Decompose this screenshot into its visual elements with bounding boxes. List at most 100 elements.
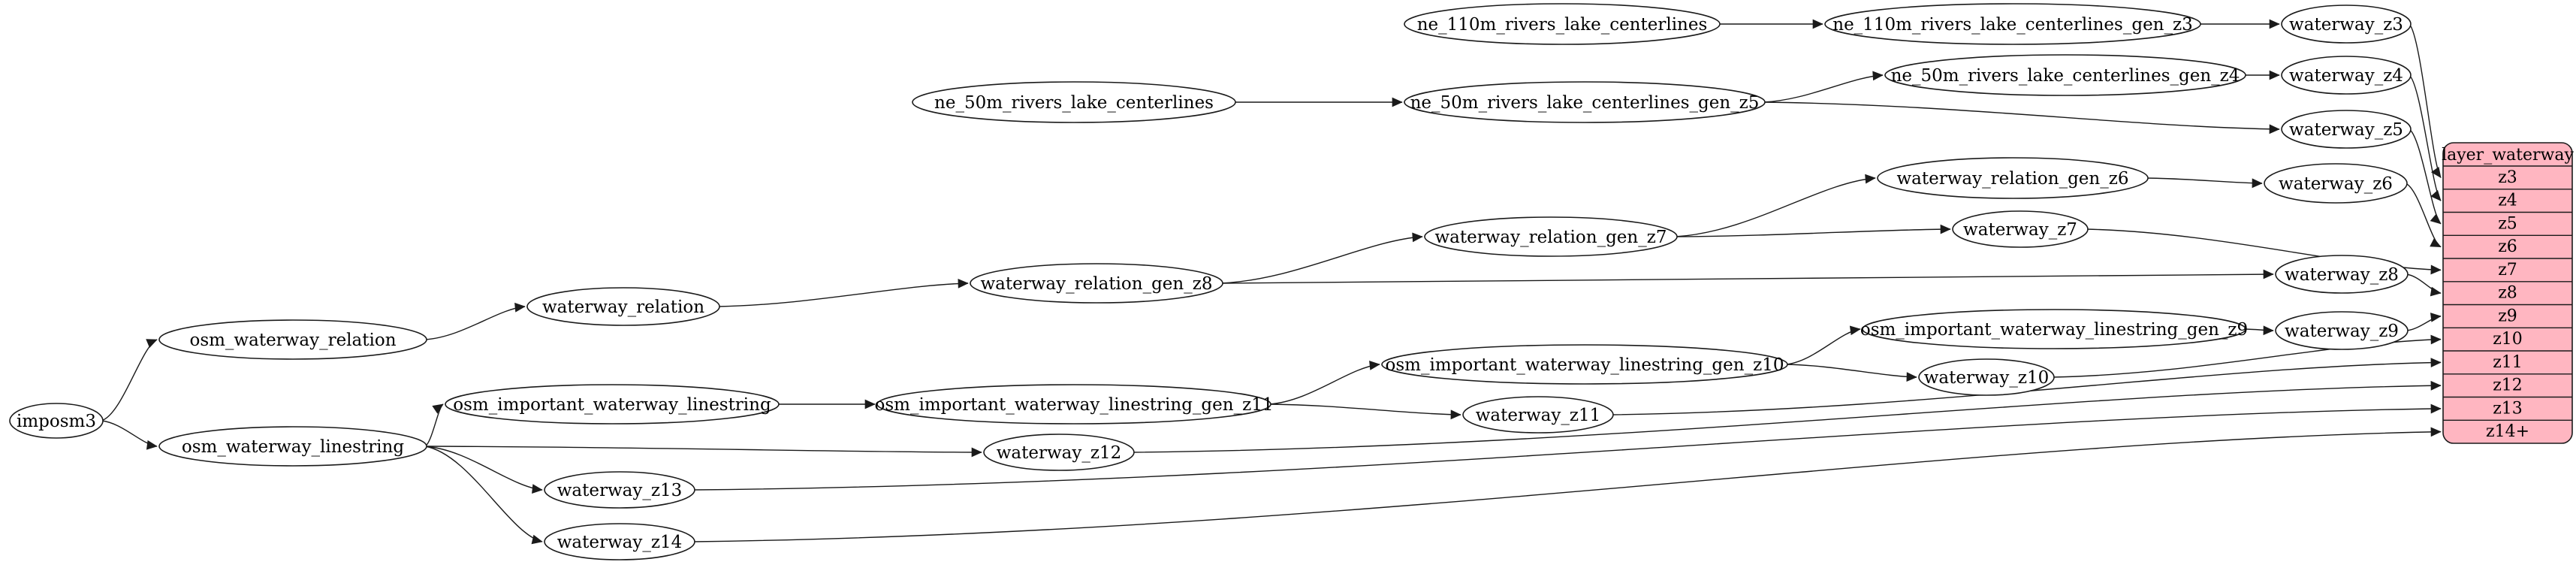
node-osm_waterway_relation-label: osm_waterway_relation	[189, 331, 396, 350]
node-waterway_z14: waterway_z14	[544, 523, 695, 560]
node-waterway_z8: waterway_z8	[2275, 255, 2409, 294]
node-osm_important_waterway_linestring: osm_important_waterway_linestring	[445, 384, 780, 425]
edge-osm_waterway_linestring-to-osm_important_waterway_linestring	[424, 403, 444, 447]
node-osm_important_waterway_linestring_gen_z10-shape	[1381, 344, 1788, 385]
edge-layer	[101, 19, 2442, 545]
node-ne_50m_rivers_lake_centerlines_gen_z5-label: ne_50m_rivers_lake_centerlines_gen_z5	[1410, 93, 1760, 113]
node-waterway_relation_gen_z7: waterway_relation_gen_z7	[1424, 216, 1678, 257]
node-osm_important_waterway_linestring_gen_z10: osm_important_waterway_linestring_gen_z1…	[1381, 344, 1788, 385]
node-waterway_z9-label: waterway_z9	[2285, 322, 2399, 341]
node-layer: imposm3 osm_waterway_relation osm_waterway…	[9, 3, 2412, 560]
node-waterway_z8-shape	[2275, 255, 2409, 294]
edge-waterway_z6-to-layer_waterway-z6	[2405, 183, 2442, 248]
node-waterway_z3-label: waterway_z3	[2289, 15, 2403, 35]
node-waterway_z4-shape	[2281, 56, 2412, 95]
record-row-z7: z7	[2498, 261, 2517, 279]
edge-osm_waterway_linestring-to-waterway_z13	[424, 446, 543, 494]
node-osm_waterway_linestring: osm_waterway_linestring	[158, 426, 427, 467]
node-waterway_z11: waterway_z11	[1462, 396, 1614, 434]
edge-osm_waterway_linestring-to-waterway_z12	[424, 446, 982, 458]
node-osm_important_waterway_linestring-label: osm_important_waterway_linestring	[453, 395, 771, 415]
node-waterway_z12-label: waterway_z12	[997, 443, 1122, 463]
record-row-z10: z10	[2493, 330, 2523, 349]
edge-ne_50m_rivers_lake_centerlines_gen_z5-to-waterway_z5	[1763, 101, 2280, 134]
edge-waterway_z14-to-layer_waterway-z14+	[692, 427, 2442, 542]
node-waterway_z13-label: waterway_z13	[557, 481, 683, 500]
node-waterway_z5: waterway_z5	[2281, 110, 2412, 149]
node-waterway_z11-label: waterway_z11	[1476, 406, 1601, 425]
node-waterway_z6: waterway_z6	[2264, 163, 2408, 204]
edge-waterway_z8-to-layer_waterway-z8	[2406, 273, 2442, 297]
node-waterway_relation-label: waterway_relation	[542, 298, 704, 317]
node-waterway_z5-shape	[2281, 110, 2412, 149]
node-osm_waterway_linestring-label: osm_waterway_linestring	[182, 437, 404, 457]
node-ne_50m_rivers_lake_centerlines_gen_z4: ne_50m_rivers_lake_centerlines_gen_z4	[1884, 54, 2246, 96]
node-waterway_relation_gen_z6-shape	[1877, 157, 2149, 199]
edge-ne_50m_rivers_lake_centerlines_gen_z5-to-ne_50m_rivers_lake_centerlines_gen_z4	[1763, 71, 1884, 103]
node-waterway_z13-shape	[544, 471, 695, 509]
edge-imposm3-to-osm_waterway_linestring	[101, 420, 158, 450]
node-ne_110m_rivers_lake_centerlines-shape	[1404, 3, 1721, 45]
edge-osm_important_waterway_linestring_gen_z10-to-waterway_z10	[1785, 364, 1917, 382]
node-osm_waterway_relation: osm_waterway_relation	[158, 319, 427, 360]
node-ne_50m_rivers_lake_centerlines_gen_z5: ne_50m_rivers_lake_centerlines_gen_z5	[1404, 81, 1766, 123]
record-row-z9: z9	[2498, 307, 2517, 325]
node-ne_110m_rivers_lake_centerlines_gen_z3: ne_110m_rivers_lake_centerlines_gen_z3	[1824, 3, 2201, 45]
node-ne_50m_rivers_lake_centerlines-label: ne_50m_rivers_lake_centerlines	[934, 93, 1214, 113]
node-ne_110m_rivers_lake_centerlines-label: ne_110m_rivers_lake_centerlines	[1417, 15, 1708, 35]
node-ne_50m_rivers_lake_centerlines: ne_50m_rivers_lake_centerlines	[912, 81, 1236, 123]
edge-waterway_relation_gen_z7-to-waterway_z7	[1675, 224, 1951, 237]
node-osm_important_waterway_linestring_gen_z11-shape	[876, 384, 1271, 425]
node-waterway_relation-shape	[526, 287, 720, 326]
node-waterway_relation_gen_z6-label: waterway_relation_gen_z6	[1897, 169, 2129, 189]
node-waterway_z13: waterway_z13	[544, 471, 695, 509]
edge-waterway_relation_gen_z6-to-waterway_z6	[2146, 177, 2263, 189]
node-waterway_relation_gen_z7-label: waterway_relation_gen_z7	[1435, 228, 1667, 247]
node-osm_important_waterway_linestring-shape	[445, 384, 780, 425]
node-waterway_z9-shape	[2275, 311, 2409, 350]
record-row-z13: z13	[2493, 399, 2523, 418]
edge-osm_important_waterway_linestring_gen_z10-to-osm_important_waterway_linestring_gen_z9	[1785, 325, 1861, 365]
record-frame	[2442, 142, 2573, 444]
node-waterway_relation_gen_z8: waterway_relation_gen_z8	[970, 263, 1223, 304]
node-waterway_relation_gen_z8-label: waterway_relation_gen_z8	[981, 274, 1213, 294]
node-waterway_z3: waterway_z3	[2281, 5, 2412, 44]
record-row-z11: z11	[2493, 353, 2523, 372]
edge-waterway_z11-to-layer_waterway-z11	[1611, 358, 2442, 415]
edge-waterway_relation_gen_z8-to-waterway_relation_gen_z7	[1220, 232, 1423, 284]
node-ne_110m_rivers_lake_centerlines: ne_110m_rivers_lake_centerlines	[1404, 3, 1721, 45]
edge-osm_important_waterway_linestring_gen_z9-to-waterway_z9	[2243, 325, 2274, 336]
edge-waterway_relation_gen_z8-to-waterway_z8	[1220, 269, 2274, 284]
node-waterway_z9: waterway_z9	[2275, 311, 2409, 350]
record-row-z5: z5	[2498, 214, 2517, 233]
record-row-z8: z8	[2498, 284, 2517, 303]
node-ne_50m_rivers_lake_centerlines_gen_z4-label: ne_50m_rivers_lake_centerlines_gen_z4	[1891, 66, 2240, 86]
node-waterway_z5-label: waterway_z5	[2289, 120, 2403, 140]
node-ne_50m_rivers_lake_centerlines_gen_z5-shape	[1404, 81, 1766, 123]
node-osm_important_waterway_linestring_gen_z11: osm_important_waterway_linestring_gen_z1…	[875, 384, 1273, 425]
node-ne_110m_rivers_lake_centerlines_gen_z3-shape	[1824, 3, 2201, 45]
edge-osm_important_waterway_linestring_gen_z11-to-waterway_z11	[1268, 403, 1461, 420]
node-waterway_z6-shape	[2264, 163, 2408, 204]
node-osm_important_waterway_linestring_gen_z9-label: osm_important_waterway_linestring_gen_z9	[1860, 320, 2248, 340]
node-waterway_relation_gen_z8-shape	[970, 263, 1223, 304]
edge-waterway_z4-to-layer_waterway-z4	[2409, 74, 2442, 201]
edge-waterway_relation_gen_z7-to-waterway_relation_gen_z6	[1675, 174, 1876, 237]
node-waterway_relation: waterway_relation	[526, 287, 720, 326]
node-osm_waterway_relation-shape	[158, 319, 427, 360]
record-row-z3: z3	[2498, 168, 2517, 187]
edge-waterway_z9-to-layer_waterway-z9	[2406, 313, 2442, 331]
edge-waterway_z13-to-layer_waterway-z13	[692, 403, 2442, 491]
node-osm_important_waterway_linestring_gen_z9-shape	[1862, 309, 2246, 349]
record-layer-waterway: layer_waterwayz3z4z5z6z7z8z9z10z11z12z13…	[2442, 142, 2574, 444]
record-row-z6: z6	[2498, 237, 2517, 256]
record-row-z14+: z14+	[2486, 422, 2529, 441]
node-imposm3: imposm3	[9, 403, 104, 439]
node-osm_waterway_linestring-shape	[158, 426, 427, 467]
edge-osm_important_waterway_linestring_gen_z11-to-osm_important_waterway_linestring_gen_z10	[1268, 360, 1380, 405]
node-waterway_z10-label: waterway_z10	[1924, 368, 2050, 388]
node-waterway_z14-shape	[544, 523, 695, 560]
node-waterway_relation_gen_z6: waterway_relation_gen_z6	[1877, 157, 2149, 199]
